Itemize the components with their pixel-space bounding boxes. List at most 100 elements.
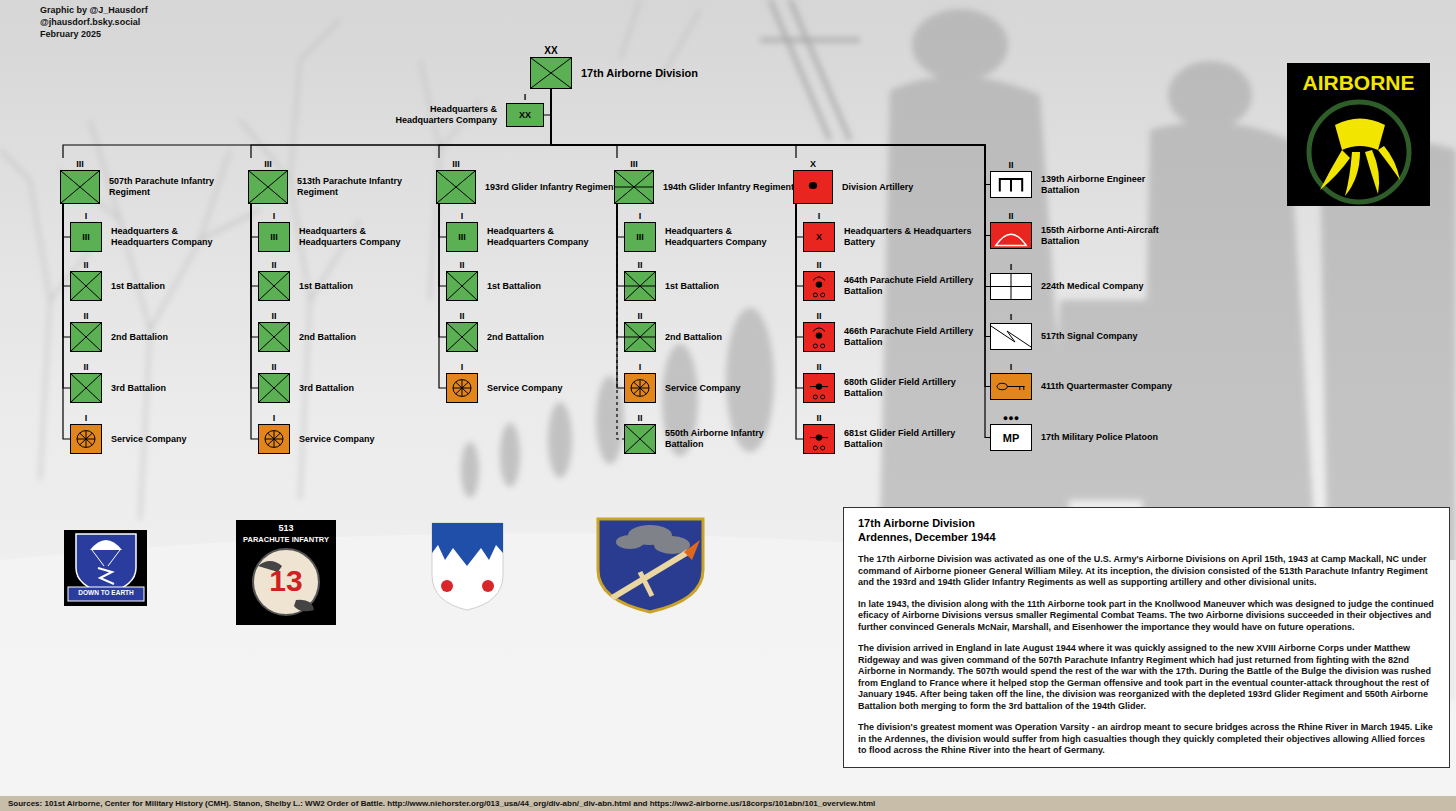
info-paragraph: In late 1943, the division along with th… [858, 599, 1435, 634]
echelon-mark: II [624, 412, 656, 424]
symbol-icon [991, 223, 1031, 248]
connector-line [251, 204, 258, 286]
unit-symbol [258, 373, 290, 403]
patch-text: AIRBORNE [1287, 70, 1430, 95]
symbol-text: MP [991, 425, 1031, 450]
echelon-mark: I [70, 412, 102, 424]
unit-name: Headquarters & Headquarters Company [487, 226, 609, 248]
echelon-mark: I [446, 210, 478, 222]
unit-name: 3rd Battalion [299, 383, 354, 394]
symbol-icon [447, 374, 477, 402]
symbol-icon [991, 274, 1031, 299]
credit-text: Graphic by @J_Hausdorf [40, 5, 148, 16]
unit-name: Headquarters & Headquarters Company [299, 226, 421, 248]
unit-name: Service Company [111, 434, 187, 445]
unit-node: II2nd Battalion [258, 310, 356, 352]
unit-symbol: III [70, 222, 102, 252]
connector-line [551, 89, 617, 158]
unit-name: 2nd Battalion [487, 332, 544, 343]
connector-line [551, 89, 990, 287]
symbol-icon [259, 425, 289, 453]
credit-text: February 2025 [40, 29, 101, 40]
symbol-icon [249, 171, 287, 203]
connector-line [796, 204, 803, 337]
echelon-mark: III [248, 158, 288, 170]
unit-node: II1st Battalion [446, 259, 541, 301]
unit-node: ●●●MP17th Military Police Platoon [990, 412, 1158, 451]
symbol-icon [259, 272, 289, 300]
unit-node: IService Company [446, 361, 563, 403]
unit-node: IIIIHeadquarters & Headquarters Company [446, 210, 609, 252]
echelon-mark: II [803, 310, 835, 322]
unit-symbol [990, 323, 1032, 350]
connector-line [439, 204, 446, 237]
unit-node: II2nd Battalion [624, 310, 722, 352]
echelon-mark: I [803, 210, 835, 222]
echelon-mark: II [624, 259, 656, 271]
unit-name: 681st Glider Field Artillery Battalion [844, 428, 974, 450]
connector-line [63, 204, 70, 388]
symbol-text: III [625, 223, 655, 251]
unit-name: Service Company [487, 383, 563, 394]
echelon-mark: I [70, 210, 102, 222]
unit-name: 507th Parachute Infantry Regiment [109, 176, 244, 198]
echelon-mark: III [60, 158, 100, 170]
unit-node: IIIIHeadquarters & Headquarters Company [624, 210, 787, 252]
unit-node: III194th Glider Infantry Regiment [614, 158, 794, 204]
unit-symbol [258, 322, 290, 352]
echelon-mark: II [803, 412, 835, 424]
connector-line [439, 204, 446, 388]
unit-node: II680th Glider Field Artillery Battalion [803, 361, 974, 403]
patch-motto: DOWN TO EARTH [66, 589, 146, 597]
echelon-mark: II [803, 361, 835, 373]
symbol-icon [625, 425, 655, 453]
echelon-mark: I [624, 361, 656, 373]
unit-symbol: III [624, 222, 656, 252]
unit-node: II2nd Battalion [70, 310, 168, 352]
unit-node: I411th Quartermaster Company [990, 361, 1172, 400]
connector-line [439, 204, 446, 337]
unit-symbol [446, 373, 478, 403]
unit-symbol [803, 271, 835, 301]
unit-symbol [990, 222, 1032, 249]
connector-line [551, 89, 990, 337]
unit-node: IIIIHeadquarters & Headquarters Company [70, 210, 233, 252]
unit-node: III513th Parachute Infantry Regiment [248, 158, 432, 204]
unit-node: II 1st Battalion [624, 259, 719, 301]
unit-node: II550th Airborne Infantry Battalion [624, 412, 787, 454]
unit-name: 1st Battalion [665, 281, 719, 292]
info-heading: 17th Airborne Division [858, 516, 1435, 530]
unit-symbol [624, 373, 656, 403]
unit-symbol [624, 424, 656, 454]
echelon-mark: X [793, 158, 833, 170]
credit-text: @jhausdorf.bsky.social [40, 17, 140, 28]
unit-name: Headquarters & Headquarters Battery [844, 226, 974, 248]
unit-node: I224th Medical Company [990, 261, 1144, 300]
unit-symbol [803, 373, 835, 403]
echelon-mark: II [990, 210, 1032, 222]
connector-line [796, 204, 803, 439]
unit-symbol [70, 424, 102, 454]
connector-line [63, 204, 70, 237]
unit-name: Service Company [299, 434, 375, 445]
echelon-mark: XX [530, 45, 572, 57]
symbol-icon [259, 374, 289, 402]
unit-node: III 507th Parachute Infantry Regiment [60, 158, 244, 204]
echelon-mark: II [70, 259, 102, 271]
unit-name: 1st Battalion [487, 281, 541, 292]
connector-line [63, 204, 70, 439]
symbol-icon [991, 172, 1031, 197]
echelon-mark: II [70, 361, 102, 373]
echelon-mark: II [258, 310, 290, 322]
symbol-icon [447, 272, 477, 300]
symbol-icon [615, 171, 653, 203]
unit-symbol: MP [990, 424, 1032, 451]
info-panel: 17th Airborne DivisionArdennes, December… [843, 507, 1450, 768]
unit-symbol: III [258, 222, 290, 252]
connector-line [551, 89, 990, 236]
unit-symbol [793, 170, 833, 204]
connector-line [617, 204, 624, 237]
unit-name: 3rd Battalion [111, 383, 166, 394]
connector-line [251, 204, 258, 237]
